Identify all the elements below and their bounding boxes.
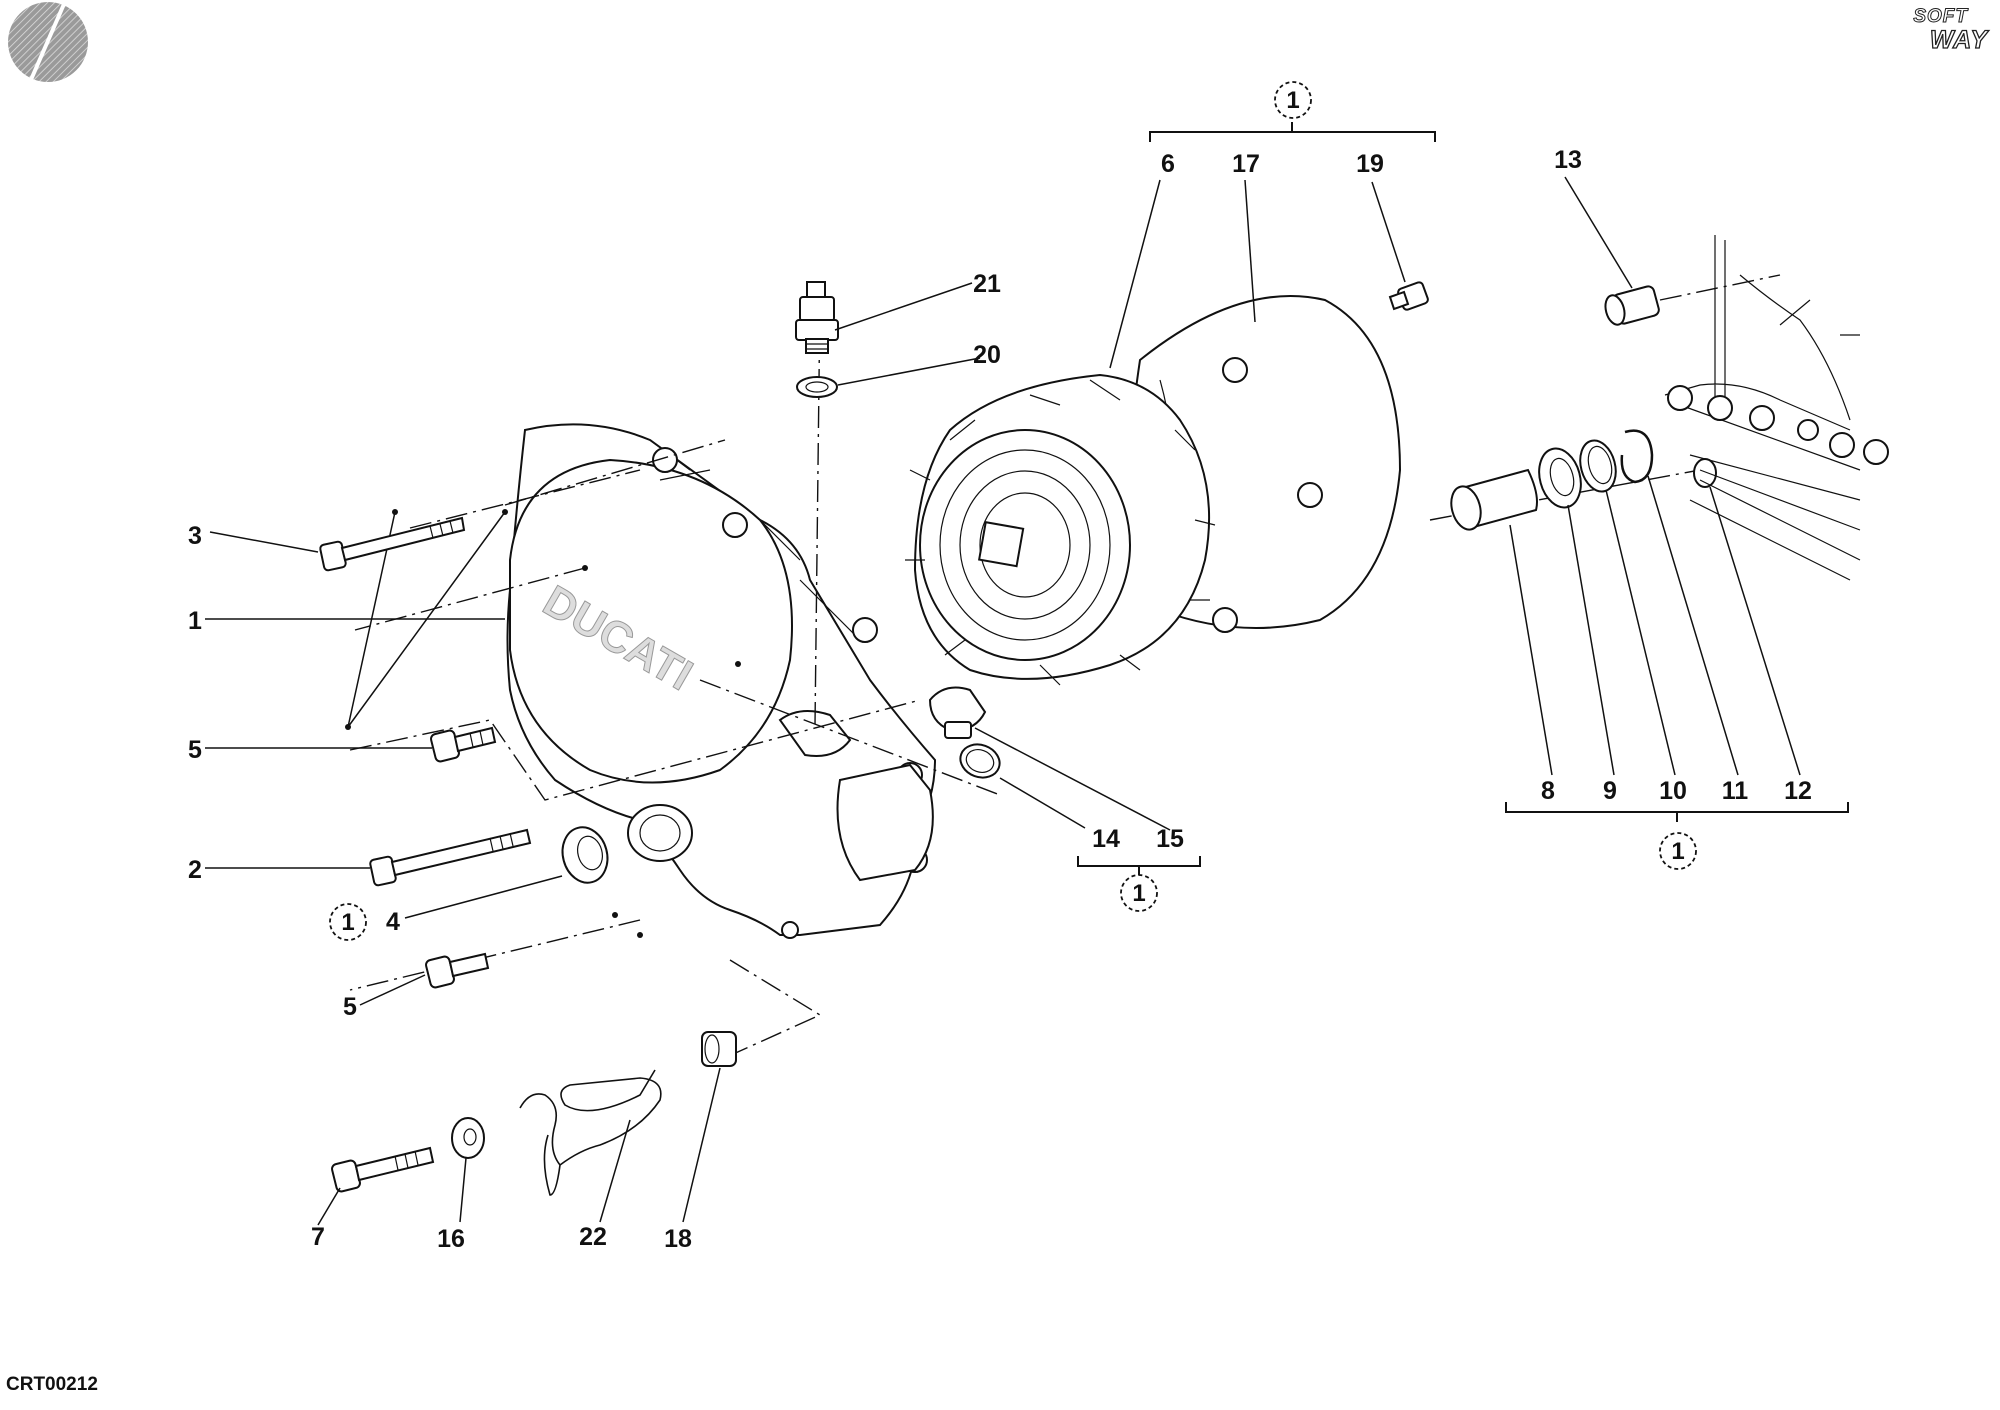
label-12: 12 xyxy=(1784,777,1812,805)
washer-10 xyxy=(1579,439,1617,493)
oil-seal-4 xyxy=(561,826,609,884)
label-11: 11 xyxy=(1722,777,1749,805)
engine-case-section xyxy=(1664,235,1889,581)
diagram-code: CRT00212 xyxy=(6,1374,98,1395)
clutch-pack-6 xyxy=(905,373,1216,686)
bearing-9 xyxy=(1538,447,1582,509)
group-marker-top: 1 xyxy=(1274,81,1312,119)
brand-logo-line2: WAY xyxy=(1929,25,1988,54)
bolt-5-lower xyxy=(425,952,490,989)
bolt-2 xyxy=(369,828,532,887)
label-22: 22 xyxy=(579,1223,607,1251)
bolt-3 xyxy=(319,516,466,572)
svg-text:1: 1 xyxy=(341,909,354,936)
label-8: 8 xyxy=(1541,777,1555,805)
bolt-5-upper xyxy=(430,726,497,763)
o-ring-14 xyxy=(959,743,1001,779)
label-2: 2 xyxy=(188,856,202,884)
label-19: 19 xyxy=(1356,150,1384,178)
label-16: 16 xyxy=(437,1225,465,1253)
label-17: 17 xyxy=(1232,150,1260,178)
bushing-8 xyxy=(1450,468,1538,531)
label-10: 10 xyxy=(1659,777,1687,805)
leader-lines xyxy=(205,176,1801,1226)
label-9: 9 xyxy=(1603,777,1617,805)
clutch-cover: DUCATI xyxy=(506,423,937,939)
svg-text:1: 1 xyxy=(1286,87,1299,114)
clip-22 xyxy=(519,1069,662,1196)
label-21: 21 xyxy=(973,270,1001,298)
label-6: 6 xyxy=(1161,150,1175,178)
label-15: 15 xyxy=(1156,825,1184,853)
corner-logo-icon xyxy=(8,2,88,83)
label-1: 1 xyxy=(188,607,202,635)
label-4: 4 xyxy=(386,908,400,936)
bushing-13 xyxy=(1604,285,1660,326)
svg-text:1: 1 xyxy=(1132,880,1145,907)
label-14: 14 xyxy=(1092,825,1120,853)
sensor-21 xyxy=(795,281,839,354)
screw-19 xyxy=(1388,281,1429,311)
filler-cap-15 xyxy=(928,686,987,739)
washer-20 xyxy=(796,376,838,398)
group-marker-left: 1 xyxy=(329,903,367,941)
svg-text:1: 1 xyxy=(1671,838,1684,865)
label-7: 7 xyxy=(311,1223,325,1251)
part-labels: 3 1 5 2 4 5 7 16 22 18 6 17 19 13 21 20 … xyxy=(188,146,1812,1253)
alignment-lines xyxy=(345,274,1781,1061)
spacer-18 xyxy=(701,1031,737,1067)
label-13: 13 xyxy=(1554,146,1582,174)
brand-logo-line1: SOFT xyxy=(1913,6,1968,28)
label-18: 18 xyxy=(664,1225,692,1253)
label-20: 20 xyxy=(973,341,1001,369)
group-bracket-right xyxy=(1505,802,1849,822)
brand-logo: SOFT WAY xyxy=(1890,4,1990,55)
label-3: 3 xyxy=(188,522,202,550)
group-marker-right: 1 xyxy=(1659,832,1697,870)
group-bracket-top xyxy=(1149,122,1436,142)
group-bracket-mid xyxy=(1077,856,1201,876)
washer-16 xyxy=(451,1117,485,1159)
bolt-7 xyxy=(331,1146,435,1193)
circlip-11 xyxy=(1620,429,1654,484)
label-5-upper: 5 xyxy=(188,736,202,764)
label-5-lower: 5 xyxy=(343,993,357,1021)
group-marker-mid: 1 xyxy=(1120,874,1158,912)
